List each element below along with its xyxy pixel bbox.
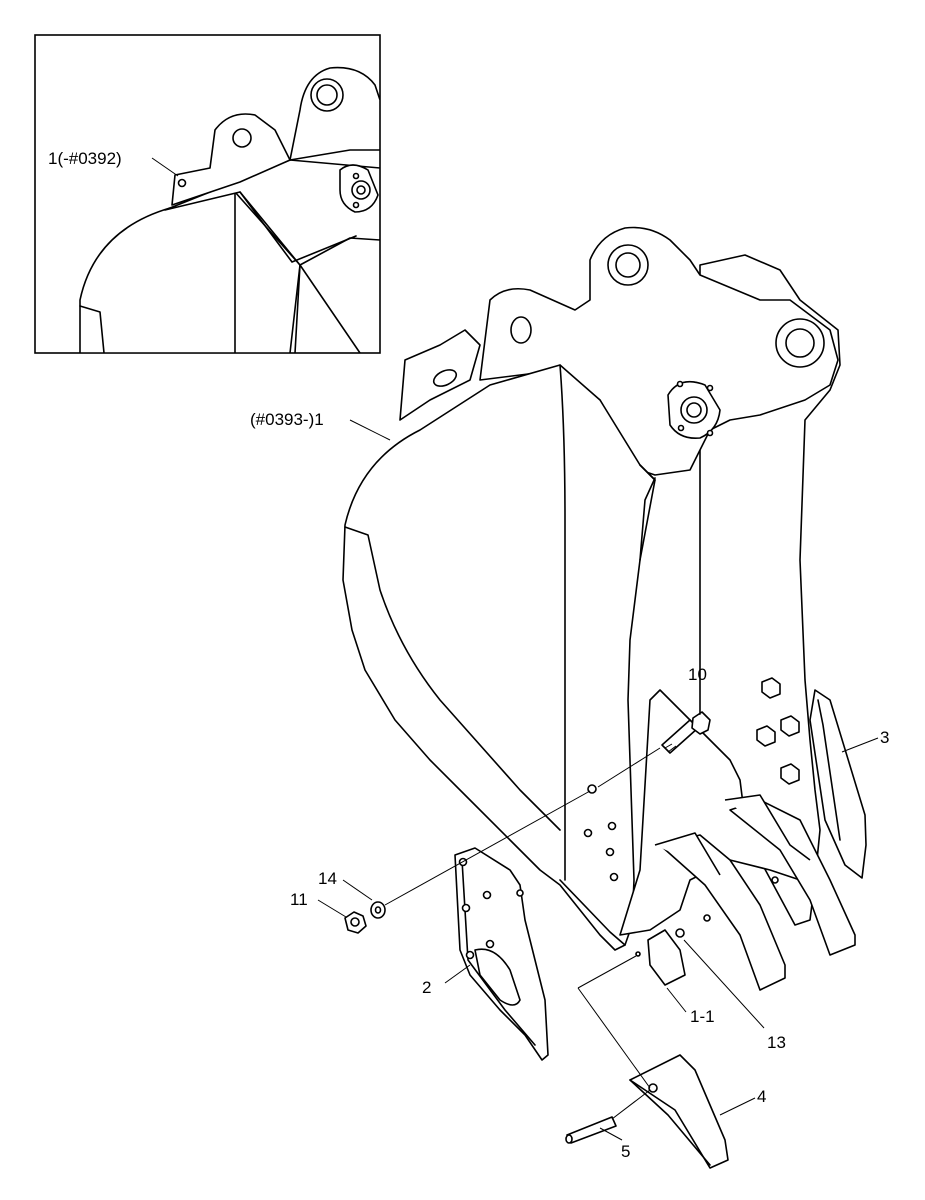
label-bolt: 10 — [688, 665, 707, 684]
label-lock: 13 — [767, 1033, 786, 1052]
bucket-assembly — [342, 226, 841, 951]
adapter — [647, 929, 686, 986]
teeth — [654, 794, 856, 991]
label-nut: 11 — [290, 890, 308, 909]
label-pin: 5 — [621, 1142, 630, 1161]
label-washer: 14 — [318, 869, 337, 888]
top-strap-plate — [479, 226, 839, 476]
label-tooth-point: 4 — [757, 1087, 766, 1106]
lock-ring — [675, 928, 685, 938]
inset-leader-line — [151, 157, 179, 177]
leader-lines — [317, 419, 879, 1141]
label-old-bucket: 1(-#0392) — [48, 149, 122, 168]
tooth-middle — [659, 834, 786, 991]
tooth-right — [729, 799, 856, 956]
bolt — [661, 711, 711, 754]
side-bolts — [756, 677, 800, 785]
label-side-cutter-left: 2 — [422, 978, 431, 997]
label-side-cutter-right: 3 — [880, 728, 889, 747]
bucket-shell — [342, 364, 656, 951]
side-cutter-left — [454, 847, 549, 1061]
tooth-point — [629, 1054, 729, 1169]
label-bucket-new: (#0393-)1 — [250, 410, 324, 429]
label-adapter: 1-1 — [690, 1007, 715, 1026]
pin — [566, 1116, 617, 1144]
inset-old-bucket: 1(-#0392) — [34, 34, 381, 354]
